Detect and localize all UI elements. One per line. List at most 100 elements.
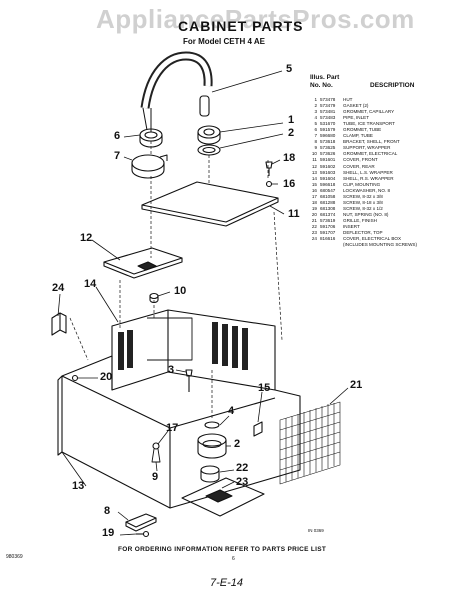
illus-number: 13 <box>311 169 317 175</box>
illus-number: 23 <box>311 230 317 236</box>
illus-number: 3 <box>314 109 317 115</box>
inlet-pipe-segment <box>199 95 210 117</box>
part-description: COVER, FRONT <box>343 157 378 163</box>
illus-number: 15 <box>311 181 317 187</box>
part-number: 591602 <box>320 163 336 169</box>
support-wrapper <box>147 317 193 361</box>
part-description: INSERT <box>343 223 360 229</box>
part-description: GROMMET, TUBE <box>343 127 382 133</box>
part-number: 531670 <box>320 121 336 127</box>
header-description: DESCRIPTION <box>370 82 415 89</box>
part-number: 573483 <box>320 115 336 121</box>
part-description: CLAMP, TUBE <box>343 133 373 139</box>
part-description: CLIP, MOUNTING <box>343 181 381 187</box>
callout-2: 2 <box>288 127 295 139</box>
part-number: 681288 <box>320 199 336 205</box>
part-description: TUBE, ICE TRANSPORT <box>343 121 395 127</box>
rear-wall <box>111 309 276 391</box>
callout-21: 21 <box>350 379 363 391</box>
part-number: 573479 <box>320 103 336 109</box>
part-description: BRACKET, SHELL, FRONT <box>343 139 400 145</box>
illus-number: 6 <box>314 127 317 133</box>
illus-number: 9 <box>314 145 317 151</box>
callout-17: 17 <box>166 422 179 434</box>
ice-transport-tube-highlight <box>142 53 211 109</box>
part-description: GROMMET, ELECTRICAL <box>343 151 398 157</box>
figure-mark: IN 0369 <box>308 528 324 533</box>
illus-number: 22 <box>311 223 317 229</box>
part-number: 591603 <box>320 169 336 175</box>
top-deflector <box>181 477 265 517</box>
model-subtitle: For Model CETH 4 AE <box>183 37 265 46</box>
part-number: 596680 <box>320 133 336 139</box>
illus-number: 8 <box>314 139 317 145</box>
part-number: 591601 <box>320 157 336 163</box>
tube-clamp <box>131 154 165 172</box>
callout-19: 19 <box>102 527 115 539</box>
screw-3 <box>185 369 193 392</box>
part-description: DEFLECTOR, TOP <box>343 230 383 236</box>
illus-number: 20 <box>311 211 317 217</box>
callout-6: 6 <box>114 130 121 142</box>
illus-number: 11 <box>312 157 317 163</box>
front-cover <box>141 181 279 223</box>
illus-number: 1 <box>314 97 317 102</box>
callout-12: 12 <box>80 232 93 244</box>
callout-10: 10 <box>174 285 187 297</box>
callout-8: 8 <box>104 505 111 517</box>
electrical-box-cover <box>51 312 61 336</box>
part-description: SCREW, 8-18 x 3/8 <box>343 199 383 205</box>
part-description: NUT, SPRING (NO. 8) <box>343 211 389 217</box>
callout-7: 7 <box>114 150 121 162</box>
part-number: 573481 <box>320 109 336 115</box>
part-description: SHELL, R.S. WRAPPER <box>343 175 394 181</box>
illus-number: 24 <box>311 236 317 242</box>
lockwasher-16 <box>265 180 273 188</box>
callout-9: 9 <box>152 471 159 483</box>
handwritten-note: 7-E-14 <box>210 577 244 589</box>
illus-number: 12 <box>311 163 317 169</box>
callout-20: 20 <box>100 371 113 383</box>
part-description: HUT <box>343 97 353 102</box>
part-number: 591604 <box>320 175 336 181</box>
part-number: 681308 <box>320 205 336 211</box>
part-number: 573625 <box>320 145 336 151</box>
illus-number: 16 <box>311 187 317 193</box>
mounting-clip <box>253 421 263 437</box>
illus-number: 19 <box>311 205 317 211</box>
spring-nut <box>71 374 79 382</box>
illus-number: 21 <box>311 217 317 223</box>
parts-list-row: (INCLUDES MOUNTING SCREWS) <box>308 242 474 248</box>
screw-17 <box>152 442 160 450</box>
gasket <box>197 144 221 156</box>
illus-number: 14 <box>311 175 317 181</box>
side-vents <box>118 322 248 370</box>
callout-24: 24 <box>52 282 65 294</box>
page-number: 6 <box>232 556 235 562</box>
illus-number: 7 <box>314 133 317 139</box>
part-description: GROMMET, CAPILLARY <box>343 109 395 115</box>
insert <box>200 465 220 475</box>
part-description: LOCKWASHER, NO. 8 <box>343 187 391 193</box>
callout-15: 15 <box>258 382 271 394</box>
part-number: 816616 <box>320 236 336 242</box>
part-description: SCREW, 8-32 x 3/8 <box>343 193 383 199</box>
electrical-grommet <box>149 292 159 300</box>
part-number: 680547 <box>320 187 336 193</box>
